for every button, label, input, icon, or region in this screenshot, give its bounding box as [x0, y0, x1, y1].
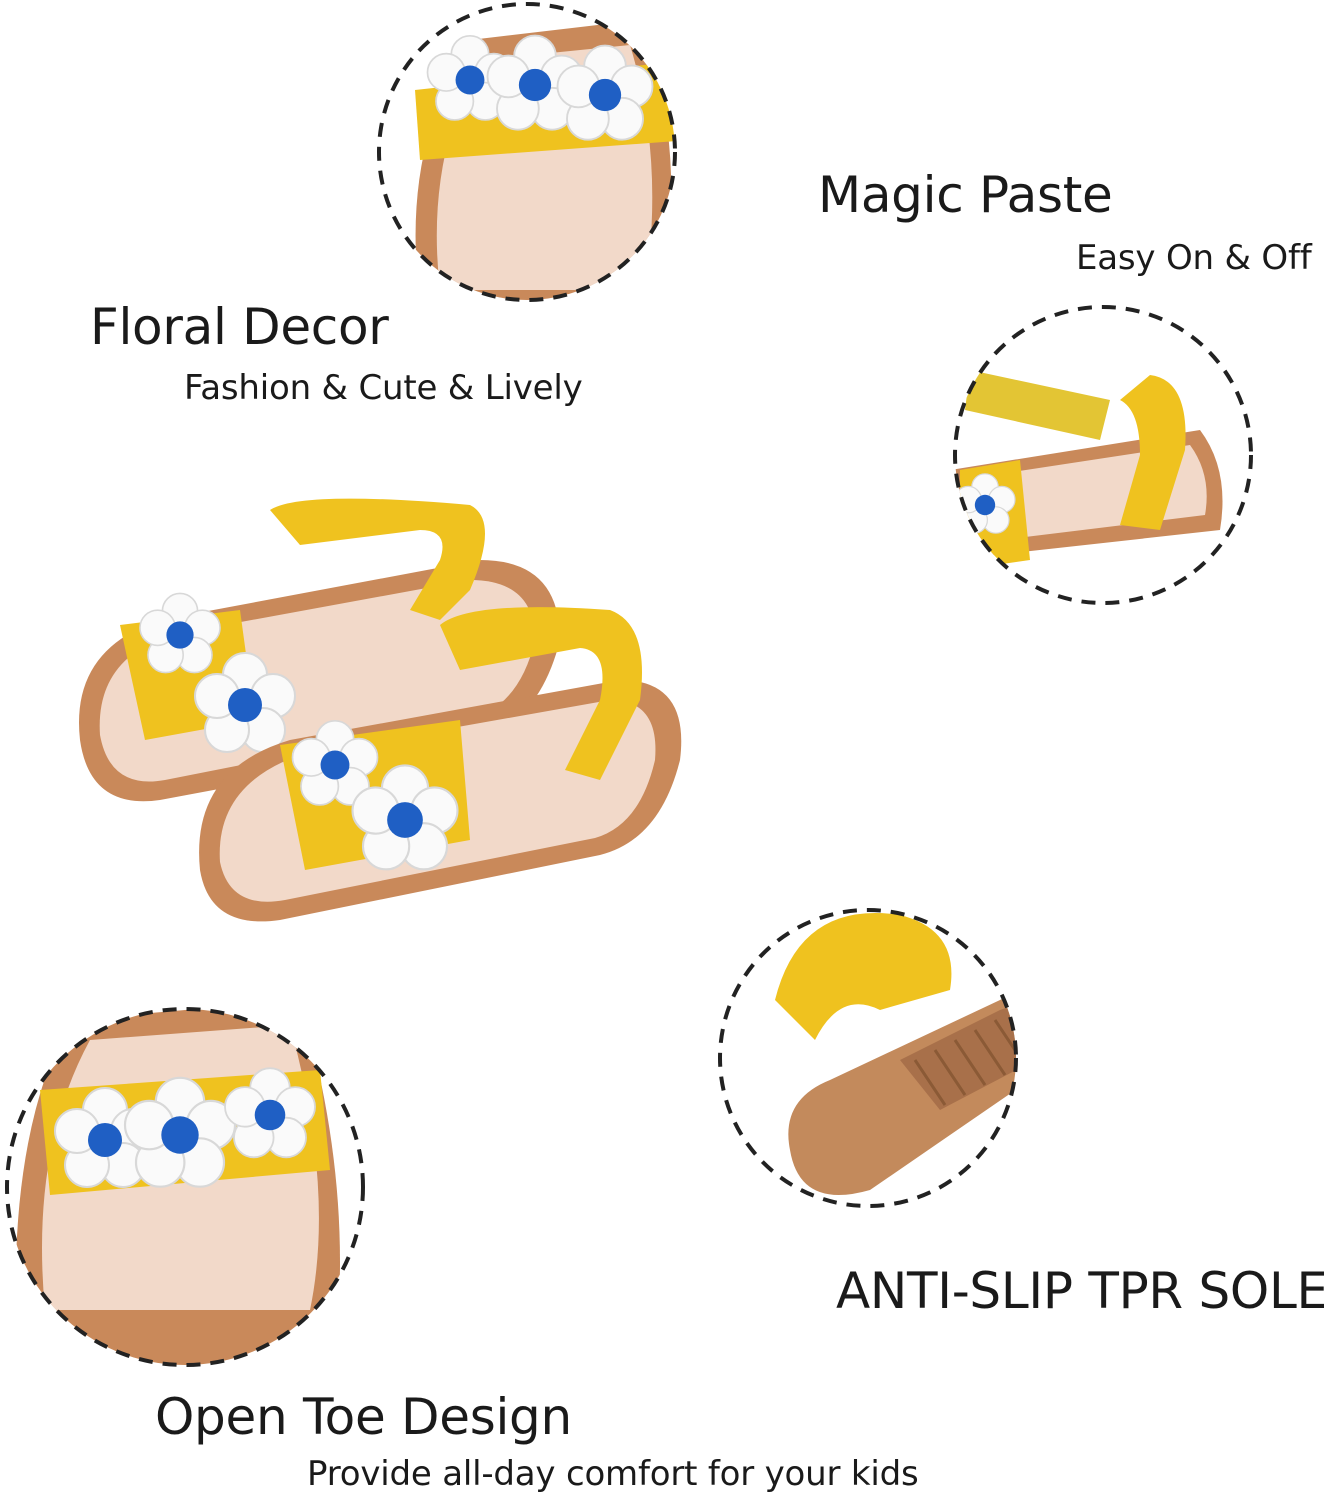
- sole-detail-image: [718, 908, 1018, 1208]
- dashed-circle-frame: [718, 908, 1018, 1208]
- floral-detail-image: [377, 2, 677, 302]
- floral-decor-title: Floral Decor: [90, 298, 389, 356]
- magic-paste-title: Magic Paste: [818, 166, 1113, 224]
- floral-decor-subtitle: Fashion & Cute & Lively: [184, 368, 583, 408]
- open-toe-subtitle: Provide all-day comfort for your kids: [307, 1454, 919, 1494]
- anti-slip-title: ANTI-SLIP TPR SOLE: [836, 1262, 1324, 1320]
- dashed-circle-frame: [377, 2, 677, 302]
- dashed-circle-frame: [953, 305, 1253, 605]
- open-toe-detail-image: [5, 1007, 365, 1367]
- magic-paste-detail-image: [953, 305, 1253, 605]
- sandal-pair-image: [79, 498, 682, 922]
- magic-paste-subtitle: Easy On & Off: [1076, 238, 1312, 278]
- open-toe-title: Open Toe Design: [155, 1388, 572, 1446]
- dashed-circle-frame: [5, 1007, 365, 1367]
